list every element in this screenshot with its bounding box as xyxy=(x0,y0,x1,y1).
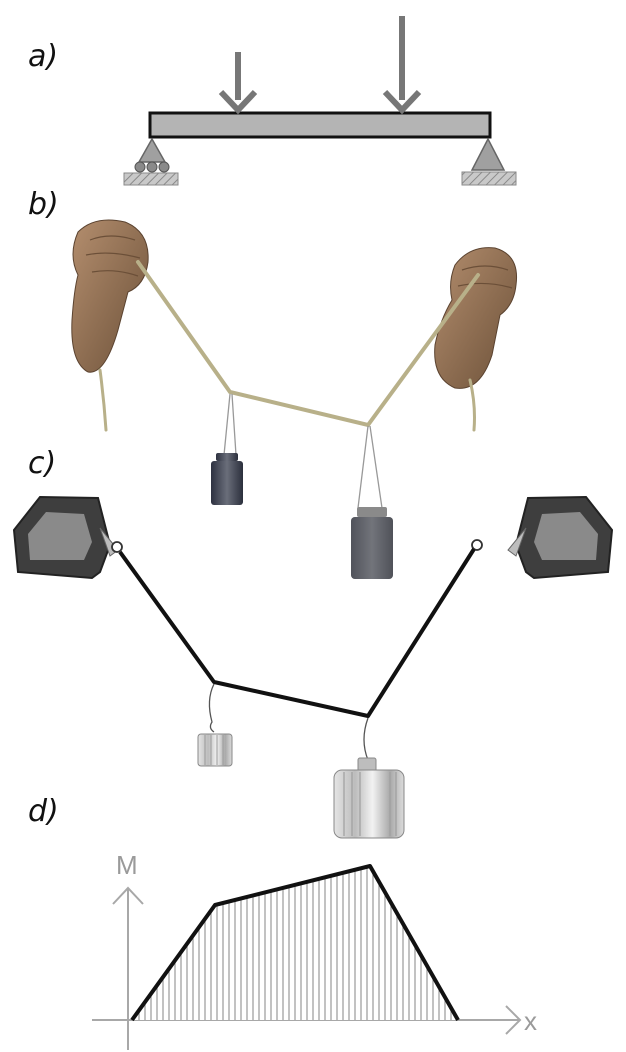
moment-area xyxy=(132,866,458,1020)
right-hand-icon xyxy=(434,247,518,389)
x-axis-arrow-icon xyxy=(505,1005,522,1035)
large-weight xyxy=(351,425,393,579)
pin-support xyxy=(461,137,517,186)
hands-rope-photo xyxy=(71,219,518,579)
left-hand-icon xyxy=(71,219,149,373)
large-weight-schematic xyxy=(333,717,405,839)
beam xyxy=(148,111,492,139)
panel-b-label: b) xyxy=(28,187,59,222)
cable xyxy=(118,547,476,718)
load-arrow-left xyxy=(218,52,258,115)
bending-moment-diagram: M x xyxy=(92,850,537,1050)
y-axis-label: M xyxy=(116,850,138,880)
y-axis-arrow-icon xyxy=(112,886,144,905)
panel-c-label: c) xyxy=(28,446,57,481)
moment-outline xyxy=(130,864,460,1022)
panel-a-label: a) xyxy=(28,39,59,74)
panel-d-label: d) xyxy=(28,794,59,829)
small-weight xyxy=(211,393,243,505)
small-weight-schematic xyxy=(197,683,233,767)
x-axis-label: x xyxy=(524,1006,537,1036)
schematic-cable xyxy=(12,495,614,839)
load-arrow-right xyxy=(382,16,422,115)
rope xyxy=(98,260,480,432)
roller-support xyxy=(123,137,179,186)
simply-supported-beam xyxy=(123,16,517,186)
right-grip-icon xyxy=(471,495,614,580)
left-grip-icon xyxy=(12,495,123,580)
